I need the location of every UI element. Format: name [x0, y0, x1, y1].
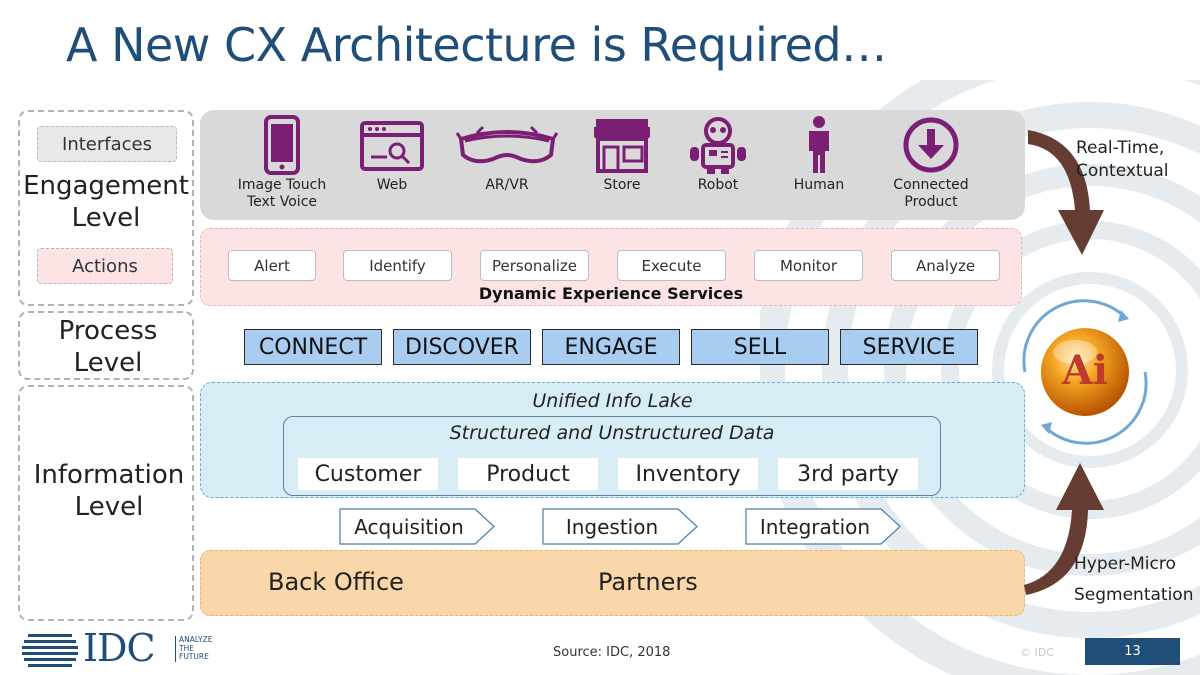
- pipeline-ingestion: Ingestion: [542, 508, 698, 545]
- process-discover: DISCOVER: [393, 329, 531, 365]
- idc-logo-text: IDC: [83, 626, 156, 670]
- interface-label: Store: [603, 177, 641, 193]
- action-personalize: Personalize: [480, 250, 589, 281]
- process-sell: SELL: [691, 329, 829, 365]
- storefront-icon: [594, 119, 650, 173]
- information-level-box: [18, 385, 194, 621]
- interface-ar-vr: AR/VR: [452, 115, 562, 194]
- partners-label: Partners: [598, 568, 698, 596]
- idc-globe-logo-icon: [22, 634, 78, 667]
- interface-store: Store: [567, 115, 677, 194]
- structured-data-box: [283, 416, 941, 496]
- pipeline-label: Ingestion: [565, 514, 659, 539]
- action-execute: Execute: [617, 250, 726, 281]
- info-lake-title: Unified Info Lake: [532, 390, 693, 412]
- dynamic-experience-services-label: Dynamic Experience Services: [478, 284, 744, 303]
- download-circle-icon: [903, 117, 959, 173]
- interface-web: Web: [337, 115, 447, 194]
- process-connect: CONNECT: [244, 329, 382, 365]
- curved-arrow-up-icon: [1024, 463, 1104, 595]
- copyright: © IDC: [1020, 646, 1054, 659]
- back-office-band: [200, 550, 1025, 616]
- segmentation-label: Segmentation: [1074, 585, 1194, 605]
- interface-label: Human: [793, 177, 845, 193]
- robot-icon: [690, 117, 746, 174]
- real-time-contextual-label: Real-Time, Contextual: [1076, 138, 1169, 181]
- interface-smartphone: Image Touch Text Voice: [227, 115, 337, 210]
- source-note: Source: IDC, 2018: [553, 645, 671, 660]
- action-monitor: Monitor: [754, 250, 863, 281]
- process-level-box: [18, 311, 194, 380]
- process-service: SERVICE: [840, 329, 978, 365]
- actions-band: [200, 228, 1022, 306]
- process-level-label: Process Level: [58, 316, 158, 378]
- web-browser-icon: [360, 121, 424, 171]
- action-alert: Alert: [228, 250, 316, 281]
- interface-human: Human: [764, 115, 874, 194]
- process-engage: ENGAGE: [542, 329, 680, 365]
- data-third-party: 3rd party: [778, 458, 918, 490]
- tagline-line: FUTURE: [179, 652, 209, 662]
- idc-tagline: ANALYZE THE FUTURE: [175, 635, 213, 662]
- curved-arrow-down-icon: [1028, 130, 1104, 255]
- information-level-label: Information Level: [33, 460, 185, 522]
- tagline-line: ANALYZE: [179, 635, 213, 644]
- hyper-micro-label: Hyper-Micro: [1074, 554, 1176, 574]
- smartphone-icon: [264, 115, 300, 175]
- interface-robot: Robot: [663, 115, 773, 194]
- data-product: Product: [458, 458, 598, 490]
- person-icon: [809, 116, 829, 173]
- ai-orb-icon: Ai: [1022, 299, 1148, 445]
- pipeline-acquisition: Acquisition: [339, 508, 495, 545]
- interface-label: Robot: [697, 177, 739, 193]
- tagline-line: THE: [179, 643, 194, 653]
- action-identify: Identify: [343, 250, 452, 281]
- page-number: 13: [1085, 638, 1180, 665]
- interfaces-tag: Interfaces: [37, 126, 177, 162]
- interface-label: Image Touch Text Voice: [237, 177, 327, 210]
- actions-tag: Actions: [37, 248, 173, 284]
- interface-label: Web: [376, 177, 408, 193]
- data-customer: Customer: [298, 458, 438, 490]
- pipeline-label: Acquisition: [354, 514, 464, 539]
- action-analyze: Analyze: [891, 250, 1000, 281]
- interface-label: AR/VR: [485, 177, 529, 193]
- vr-goggles-icon: [455, 125, 559, 164]
- pipeline-label: Integration: [759, 514, 871, 539]
- interface-label: Connected Product: [893, 177, 969, 210]
- pipeline-integration: Integration: [745, 508, 901, 545]
- structured-data-title: Structured and Unstructured Data: [449, 422, 775, 444]
- back-office-label: Back Office: [268, 568, 404, 596]
- engagement-level-label: Engagement Level: [23, 171, 189, 233]
- page-title: A New CX Architecture is Required…: [66, 18, 887, 72]
- data-inventory: Inventory: [618, 458, 758, 490]
- interface-connected-product: Connected Product: [876, 115, 986, 210]
- ai-orb-text: Ai: [1061, 347, 1108, 394]
